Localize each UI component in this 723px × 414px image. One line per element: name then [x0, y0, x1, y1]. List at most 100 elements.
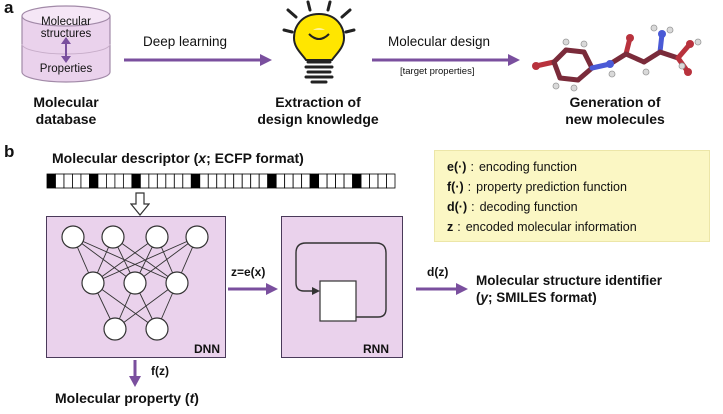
fingerprint-bit	[233, 173, 243, 189]
legend-separator: :	[470, 160, 474, 174]
database-caption-line2: database	[35, 111, 97, 127]
encode-arrow	[228, 282, 280, 296]
fingerprint-bit	[97, 173, 107, 189]
fingerprint-bit	[275, 173, 286, 189]
property-var: t	[189, 390, 195, 406]
fingerprint-bit	[199, 173, 209, 189]
output-label: Molecular structure identifier (y; SMILE…	[476, 272, 662, 306]
dnn-box	[46, 216, 226, 358]
legend-row: f(·):property prediction function	[447, 177, 699, 197]
fingerprint-bit	[63, 173, 73, 189]
legend-text: encoding function	[478, 160, 577, 174]
panel-b-letter: b	[4, 142, 15, 161]
legend-row: z: encoded molecular information	[447, 217, 699, 237]
bulb-caption-line1: Extraction of	[275, 94, 361, 110]
dnn-network-diagram	[61, 225, 209, 341]
fingerprint-bit	[156, 173, 167, 189]
fingerprint-bit	[318, 173, 328, 189]
fingerprint-bit	[326, 173, 336, 189]
legend-symbol: e(·)	[447, 160, 467, 174]
fingerprint-bit	[343, 173, 353, 189]
fingerprint-bit	[241, 173, 252, 189]
molecule-caption-line1: Generation of	[569, 94, 661, 110]
predict-arrow-label: f(z)	[151, 364, 169, 378]
fingerprint-bit	[301, 173, 311, 189]
legend-separator: :	[467, 180, 472, 194]
database-icon	[18, 4, 114, 84]
fingerprint-bit	[309, 173, 320, 189]
legend-row: e(·): encoding function	[447, 157, 699, 177]
fingerprint-bit	[377, 173, 387, 189]
fingerprint-bit	[352, 173, 362, 189]
fingerprint-bit	[224, 173, 235, 189]
property-suffix: )	[194, 390, 199, 406]
legend-list: e(·): encoding function f(·):property pred…	[447, 157, 699, 237]
fingerprint-bit	[131, 173, 141, 189]
descriptor-title-var: x	[198, 150, 207, 166]
legend-symbol: f(·)	[447, 180, 464, 194]
deep-learning-arrow	[124, 53, 274, 67]
legend-symbol: d(·)	[447, 200, 468, 214]
fingerprint-bit	[258, 173, 269, 189]
fingerprint-bit	[190, 173, 201, 189]
molecule-caption-line2: new molecules	[565, 111, 665, 127]
target-properties-label: [target properties]	[400, 66, 475, 77]
light-bulb-icon	[278, 0, 358, 88]
legend-text: encoded molecular information	[465, 220, 637, 234]
molecular-design-arrow	[372, 53, 522, 67]
fingerprint-bit	[89, 173, 99, 189]
property-prefix: Molecular property (	[55, 390, 190, 406]
fingerprint-bit	[335, 173, 345, 189]
descriptor-title: Molecular descriptor (x; ECFP format)	[52, 150, 304, 166]
decode-arrow	[416, 282, 470, 296]
fingerprint-bit	[72, 173, 82, 189]
legend-separator: :	[457, 220, 461, 234]
fingerprint-bit	[207, 173, 218, 189]
fingerprint-bit	[173, 173, 184, 189]
output-line2: (y; SMILES format)	[476, 290, 597, 305]
database-caption: Molecular database	[18, 94, 114, 128]
decode-arrow-label: d(z)	[427, 265, 449, 279]
fingerprint-bit	[165, 173, 175, 189]
rnn-box	[281, 216, 403, 358]
descriptor-title-suffix: ; ECFP format)	[206, 150, 304, 166]
fingerprint-bit	[148, 173, 158, 189]
legend-box: e(·): encoding function f(·):property pred…	[434, 150, 710, 242]
molecule-caption: Generation of new molecules	[540, 94, 690, 128]
rnn-loop-diagram	[295, 242, 387, 322]
fingerprint-bit	[386, 173, 396, 189]
fingerprint-bit	[139, 173, 150, 189]
legend-separator: :	[471, 200, 475, 214]
bulb-caption: Extraction of design knowledge	[248, 94, 388, 128]
legend-row: d(·): decoding function	[447, 197, 699, 217]
output-line2-var: y	[480, 290, 489, 305]
fingerprint-bit-strip	[46, 173, 396, 189]
descriptor-title-prefix: Molecular descriptor (	[52, 150, 199, 166]
encode-arrow-label: z=e(x)	[231, 265, 266, 279]
fingerprint-bit	[46, 173, 56, 189]
fingerprint-bit	[114, 173, 124, 189]
rnn-label: RNN	[363, 342, 389, 356]
fingerprint-bit	[369, 173, 379, 189]
legend-symbol: z	[447, 220, 454, 234]
predict-arrow	[128, 360, 142, 388]
database-caption-line1: Molecular	[33, 94, 99, 110]
output-line1: Molecular structure identifier	[476, 273, 663, 288]
database-top-label: Molecular structures	[40, 16, 92, 40]
fingerprint-bit	[292, 173, 303, 189]
property-label: Molecular property (t)	[55, 390, 199, 406]
legend-text: decoding function	[479, 200, 578, 214]
fingerprint-bit	[216, 173, 226, 189]
hollow-down-arrow-icon	[129, 192, 151, 216]
deep-learning-label: Deep learning	[143, 34, 228, 49]
fingerprint-bit	[182, 173, 192, 189]
molecular-design-label: Molecular design	[388, 34, 491, 49]
molecule-icon	[530, 14, 710, 94]
fingerprint-bit	[106, 173, 116, 189]
bulb-caption-line2: design knowledge	[257, 111, 379, 127]
fingerprint-bit	[55, 173, 65, 189]
database-bottom-label: Properties	[39, 63, 93, 75]
fingerprint-bit	[360, 173, 370, 189]
fingerprint-bit	[284, 173, 294, 189]
panel-a-letter: a	[4, 0, 14, 17]
